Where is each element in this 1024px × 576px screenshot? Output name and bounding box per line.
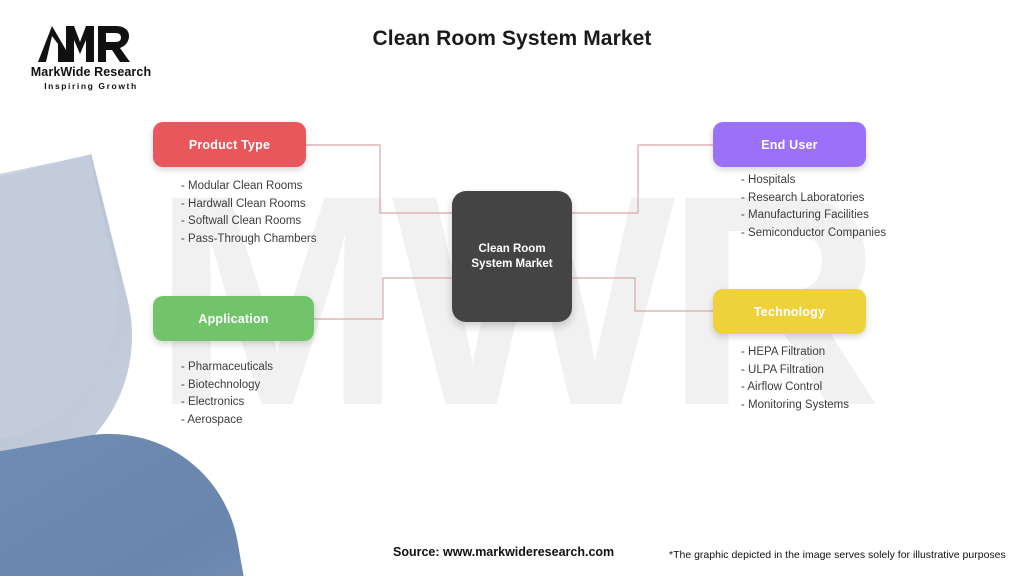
list-item: - Hospitals: [741, 174, 796, 186]
decorative-shape-light: [0, 154, 164, 518]
logo-company-name: MarkWide Research: [30, 65, 152, 79]
list-item: - Biotechnology: [181, 378, 261, 391]
list-item: - Manufacturing Facilities: [741, 209, 869, 222]
footer-disclaimer: *The graphic depicted in the image serve…: [669, 549, 1006, 561]
footer-source: Source: www.markwideresearch.com: [393, 545, 615, 559]
branch-items-technology: - HEPA Filtration - ULPA Filtration - Ai…: [741, 344, 849, 414]
list-item: - Pass-Through Chambers: [181, 232, 317, 245]
list-item: - Pharmaceuticals: [181, 361, 274, 373]
branch-items-application: - Pharmaceuticals - Biotechnology - Elec…: [181, 359, 273, 429]
branch-pill-end-user[interactable]: End User: [713, 122, 866, 167]
brand-logo: MarkWide Research Inspiring Growth: [16, 22, 166, 91]
branch-pill-product-type[interactable]: Product Type: [153, 122, 306, 167]
branch-pill-technology[interactable]: Technology: [713, 289, 866, 334]
list-item: - Research Laboratories: [741, 191, 865, 204]
hub-node: Clean Room System Market: [452, 191, 572, 322]
list-item: - Aerospace: [181, 413, 243, 426]
list-item: - Hardwall Clean Rooms: [181, 197, 306, 210]
list-item: - Modular Clean Rooms: [181, 180, 303, 192]
branch-items-product-type: - Modular Clean Rooms - Hardwall Clean R…: [181, 178, 317, 248]
list-item: - HEPA Filtration: [741, 346, 826, 358]
list-item: - ULPA Filtration: [741, 363, 824, 376]
list-item: - Semiconductor Companies: [741, 226, 887, 239]
list-item: - Airflow Control: [741, 381, 823, 394]
list-item: - Monitoring Systems: [741, 398, 850, 411]
branch-pill-application[interactable]: Application: [153, 296, 314, 341]
mwr-logo-icon: [38, 26, 130, 62]
branch-items-end-user: - Hospitals - Research Laboratories - Ma…: [741, 172, 886, 242]
page-title: Clean Room System Market: [372, 27, 652, 50]
decorative-shape-light-secondary: [0, 154, 145, 466]
logo-tagline: Inspiring Growth: [44, 81, 138, 91]
list-item: - Electronics: [181, 396, 245, 409]
list-item: - Softwall Clean Rooms: [181, 215, 302, 228]
